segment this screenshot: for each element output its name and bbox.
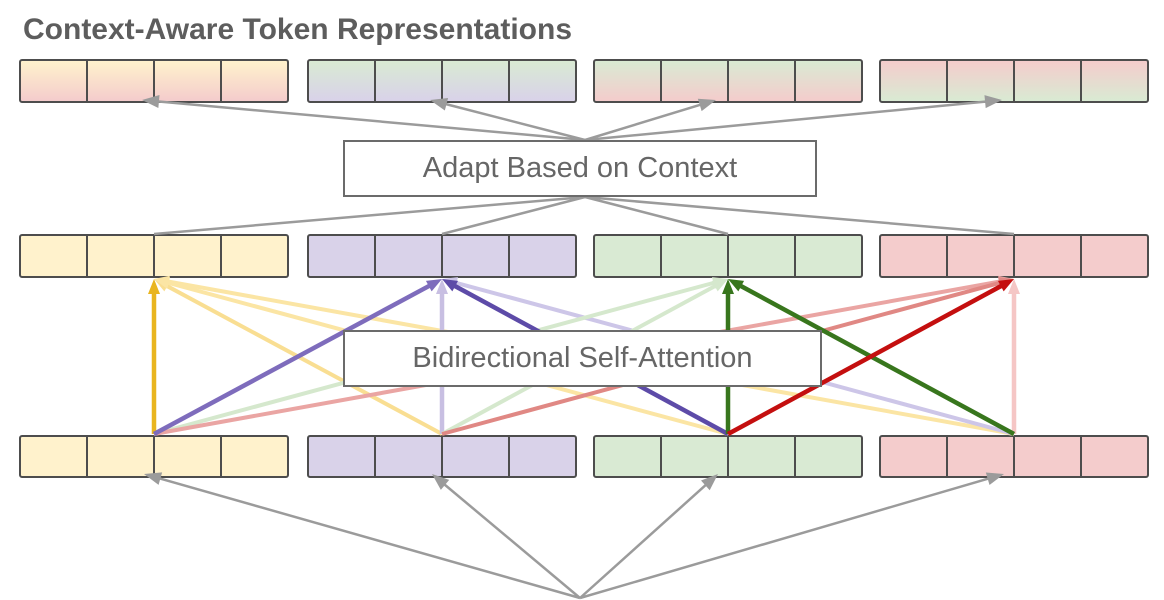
token-cell: [1015, 61, 1082, 101]
token-cell: [155, 236, 222, 276]
flow-line-middle-4: [584, 195, 1015, 236]
token-cell: [376, 61, 443, 101]
token-cell: [309, 437, 376, 476]
token-bar-bottom-2: [307, 435, 577, 478]
token-cell: [376, 437, 443, 476]
token-cell: [729, 236, 796, 276]
token-cell: [881, 236, 948, 276]
flow-arrow-bottom-4: [579, 476, 991, 600]
self-attention-box: Bidirectional Self-Attention: [343, 330, 822, 387]
token-cell: [729, 437, 796, 476]
token-cell: [88, 61, 155, 101]
token-cell: [881, 437, 948, 476]
token-cell: [948, 236, 1015, 276]
flow-arrow-bottom-2: [441, 482, 581, 599]
flow-arrow-top-4: [584, 100, 989, 142]
flow-arrow-bottom-3: [579, 482, 709, 599]
attention-arrow-s4-t4-head: [1008, 279, 1020, 294]
attention-arrow-s3-t3-head: [722, 279, 734, 294]
self-attention-label: Bidirectional Self-Attention: [412, 342, 753, 374]
flow-arrow-top-2: [443, 102, 586, 142]
token-cell: [662, 437, 729, 476]
attention-arrow-s4-t3-head: [728, 279, 745, 292]
token-cell: [88, 437, 155, 476]
token-cell: [595, 437, 662, 476]
diagram-title: Context-Aware Token Representations: [23, 13, 573, 46]
flow-arrow-bottom-3-head: [701, 474, 718, 491]
token-cell: [595, 61, 662, 101]
flow-arrow-bottom-1-head: [144, 472, 163, 485]
token-bar-middle-2: [307, 234, 577, 278]
adapt-context-label: Adapt Based on Context: [422, 152, 738, 184]
flow-arrow-top-2-head: [430, 97, 449, 111]
attention-arrow-s4-t3: [737, 282, 1016, 436]
token-cell: [948, 437, 1015, 476]
token-cell: [155, 61, 222, 101]
token-cell: [21, 437, 88, 476]
flow-arrow-top-3-head: [697, 98, 716, 112]
token-cell: [88, 236, 155, 276]
token-cell: [443, 61, 510, 101]
token-cell: [155, 437, 222, 476]
token-bar-top-1: [19, 59, 289, 103]
attention-arrow-s1-t2: [152, 282, 433, 436]
token-cell: [662, 61, 729, 101]
attention-arrow-s2-t2-head: [436, 279, 448, 294]
token-cell: [948, 61, 1015, 101]
token-cell: [1015, 437, 1082, 476]
flow-arrow-top-1-head: [142, 95, 160, 109]
token-cell: [443, 437, 510, 476]
flow-arrow-bottom-2-head: [432, 474, 450, 490]
token-cell: [595, 236, 662, 276]
token-cell: [21, 61, 88, 101]
token-bar-top-2: [307, 59, 577, 103]
token-cell: [21, 236, 88, 276]
attention-arrow-s1-t2-head: [425, 279, 442, 292]
token-cell: [881, 61, 948, 101]
token-cell: [309, 236, 376, 276]
token-cell: [309, 61, 376, 101]
flow-line-middle-2: [441, 195, 586, 236]
attention-arrow-s1-t1-head: [148, 279, 160, 294]
flow-arrow-bottom-4-head: [985, 472, 1004, 486]
flow-arrow-bottom-1: [157, 476, 581, 600]
token-bar-top-4: [879, 59, 1149, 103]
token-bar-bottom-4: [879, 435, 1149, 478]
flow-arrow-top-4-head: [984, 95, 1002, 109]
flow-arrow-top-3: [584, 102, 703, 142]
flow-arrow-top-1: [155, 100, 586, 142]
attention-arrow-s4-t1-head: [154, 275, 170, 288]
token-bar-top-3: [593, 59, 863, 103]
attention-arrow-s3-t4: [726, 282, 1005, 436]
token-bar-middle-3: [593, 234, 863, 278]
flow-line-middle-3: [584, 195, 729, 236]
attention-arrow-s2-t3-head: [711, 279, 728, 292]
token-cell: [662, 236, 729, 276]
token-cell: [443, 236, 510, 276]
token-cell: [729, 61, 796, 101]
token-bar-bottom-3: [593, 435, 863, 478]
flow-line-middle-1: [153, 195, 586, 236]
attention-arrow-s2-t1: [163, 282, 443, 436]
attention-arrow-s3-t4-head: [997, 279, 1014, 292]
token-cell: [376, 236, 443, 276]
token-bar-middle-1: [19, 234, 289, 278]
token-bar-middle-4: [879, 234, 1149, 278]
attention-arrow-s3-t2-head: [442, 279, 459, 292]
token-cell: [1015, 236, 1082, 276]
adapt-context-box: Adapt Based on Context: [343, 140, 817, 197]
